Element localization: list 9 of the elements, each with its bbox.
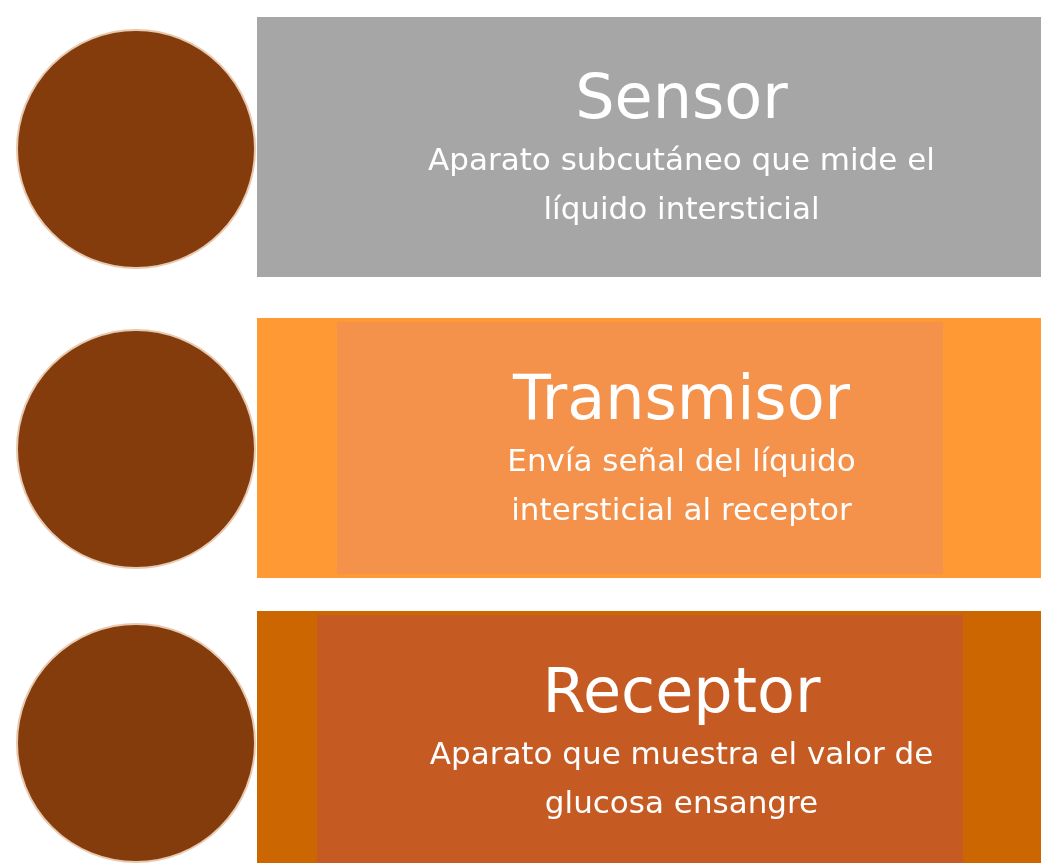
banner-heading: Sensor [575,60,788,135]
banner-heading: Transmisor [512,361,851,436]
arrow-banner [257,611,1041,863]
banner-description: Aparato subcutáneo que mide el líquido intersticial [427,139,936,229]
arrow-banner [257,318,1041,578]
arrow-banner [257,17,1041,277]
banner-heading: Receptor [542,654,821,729]
banner-description: Aparato que muestra el valor de glucosa ensangre [428,733,935,823]
banner-description: Envía señal del líquido intersticial al receptor [506,440,857,530]
